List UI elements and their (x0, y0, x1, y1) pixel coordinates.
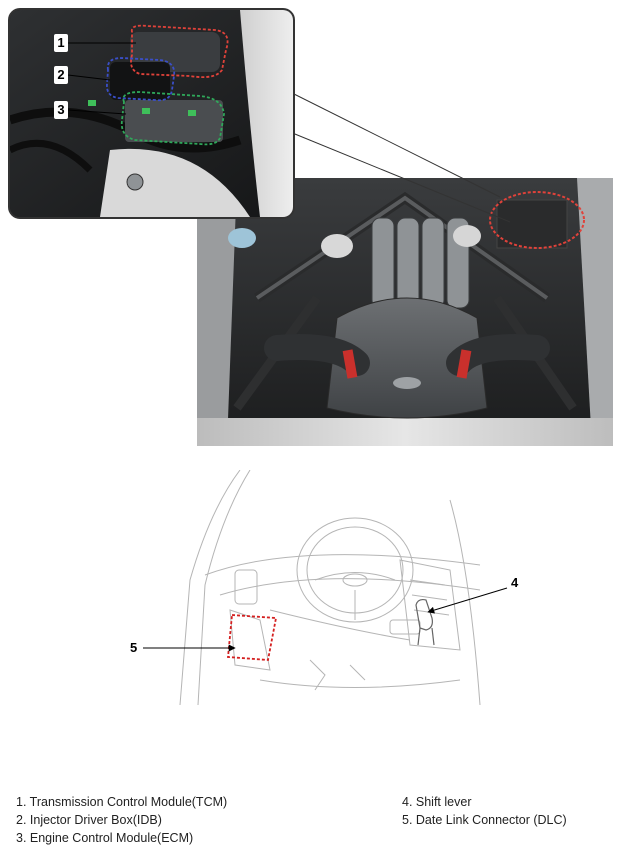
legend-item-tcm: 1. Transmission Control Module(TCM) (16, 795, 228, 809)
interior-illustration (179, 470, 481, 705)
callout-4: 4 (511, 575, 519, 590)
callout-5: 5 (130, 640, 138, 655)
engine-bay-illustration (197, 178, 613, 446)
legend-item-shift-lever: 4. Shift lever (402, 795, 472, 809)
callout-3: 3 (54, 101, 68, 119)
callout-1: 1 (54, 34, 68, 52)
legend-item-dlc: 5. Date Link Connector (DLC) (402, 813, 567, 827)
legend-item-idb: 2. Injector Driver Box(IDB) (16, 813, 162, 827)
legend-item-ecm: 3. Engine Control Module(ECM) (16, 831, 194, 845)
callout-2: 2 (54, 66, 68, 84)
inset-zoom-photo: 1 2 3 (8, 8, 295, 219)
engine-bay-photo (197, 178, 613, 446)
dashboard-line-drawing (150, 470, 490, 705)
